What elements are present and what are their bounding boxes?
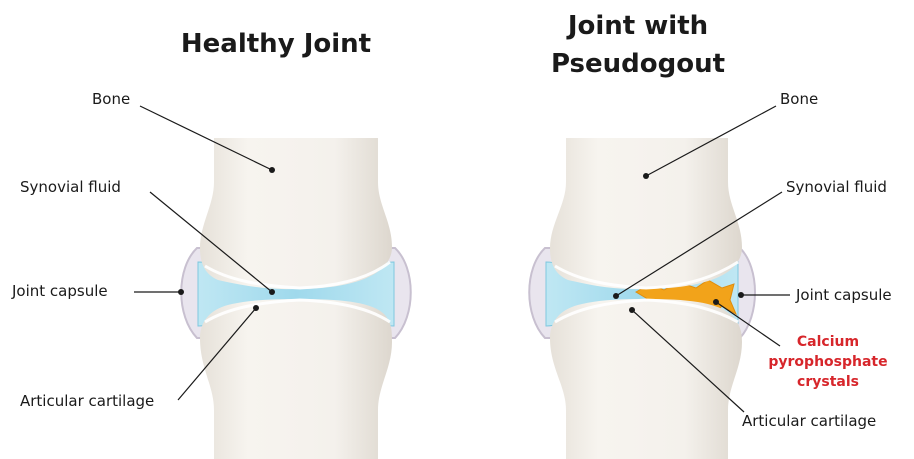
title-pseudogout-line2: Pseudogout [551, 49, 725, 79]
label-joint-capsule-left: Joint capsule [11, 282, 108, 300]
dot-crystals [713, 299, 719, 305]
pseudogout-joint [529, 138, 755, 459]
label-articular-cartilage-right: Articular cartilage [742, 412, 876, 430]
healthy-joint [181, 138, 411, 459]
dot-articular-cartilage-left [253, 305, 259, 311]
upper-bone-shape-right [550, 138, 742, 289]
dot-joint-capsule-left [178, 289, 184, 295]
dot-articular-cartilage-right [629, 307, 635, 313]
dot-bone-right [643, 173, 649, 179]
dot-synovial-fluid-left [269, 289, 275, 295]
label-synovial-fluid-left: Synovial fluid [20, 178, 121, 196]
dot-bone-left [269, 167, 275, 173]
title-healthy-joint: Healthy Joint [181, 29, 371, 59]
title-pseudogout-line1: Joint with [566, 11, 708, 41]
label-joint-capsule-right: Joint capsule [795, 286, 892, 304]
lower-bone-shape [200, 299, 392, 459]
label-crystals-line2: pyrophosphate [768, 354, 887, 370]
label-bone-right: Bone [780, 90, 818, 108]
label-crystals-line3: crystals [797, 374, 859, 390]
dot-synovial-fluid-right [613, 293, 619, 299]
label-crystals-line1: Calcium [797, 334, 859, 350]
label-synovial-fluid-right: Synovial fluid [786, 178, 887, 196]
label-articular-cartilage-left: Articular cartilage [20, 392, 154, 410]
label-bone-left: Bone [92, 90, 130, 108]
dot-joint-capsule-right [738, 292, 744, 298]
upper-bone-shape [200, 138, 392, 289]
